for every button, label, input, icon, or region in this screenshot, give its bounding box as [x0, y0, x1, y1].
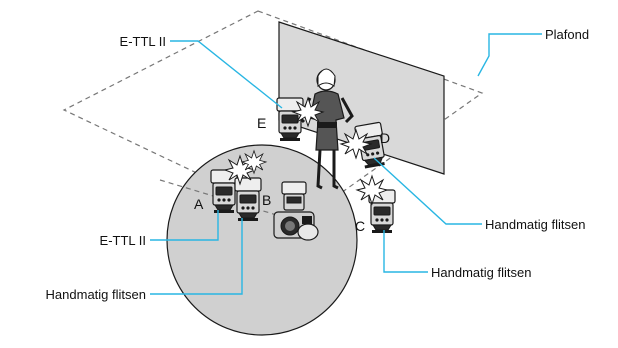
group-letter-e: E [257, 115, 266, 131]
e-ttl-top-label: E-TTL II [120, 34, 166, 49]
e-ttl-left-label: E-TTL II [100, 233, 146, 248]
group-letter-d: D [380, 130, 390, 146]
leader-ceiling [478, 34, 542, 76]
flash-burst-icon [242, 151, 266, 173]
flash-burst-icon [341, 130, 371, 158]
leader-manual-right-lower [384, 230, 428, 272]
flash-burst-icon [357, 176, 387, 204]
group-letter-a: A [194, 196, 204, 212]
group-letter-c: C [355, 218, 365, 234]
group-letter-b: B [262, 192, 271, 208]
manual-right-upper-label: Handmatig flitsen [485, 217, 585, 232]
leader-e-ttl-top [170, 41, 282, 108]
ceiling-label: Plafond [545, 27, 589, 42]
manual-left-label: Handmatig flitsen [46, 287, 146, 302]
flash-burst-icon [293, 98, 323, 126]
manual-right-lower-label: Handmatig flitsen [431, 265, 531, 280]
